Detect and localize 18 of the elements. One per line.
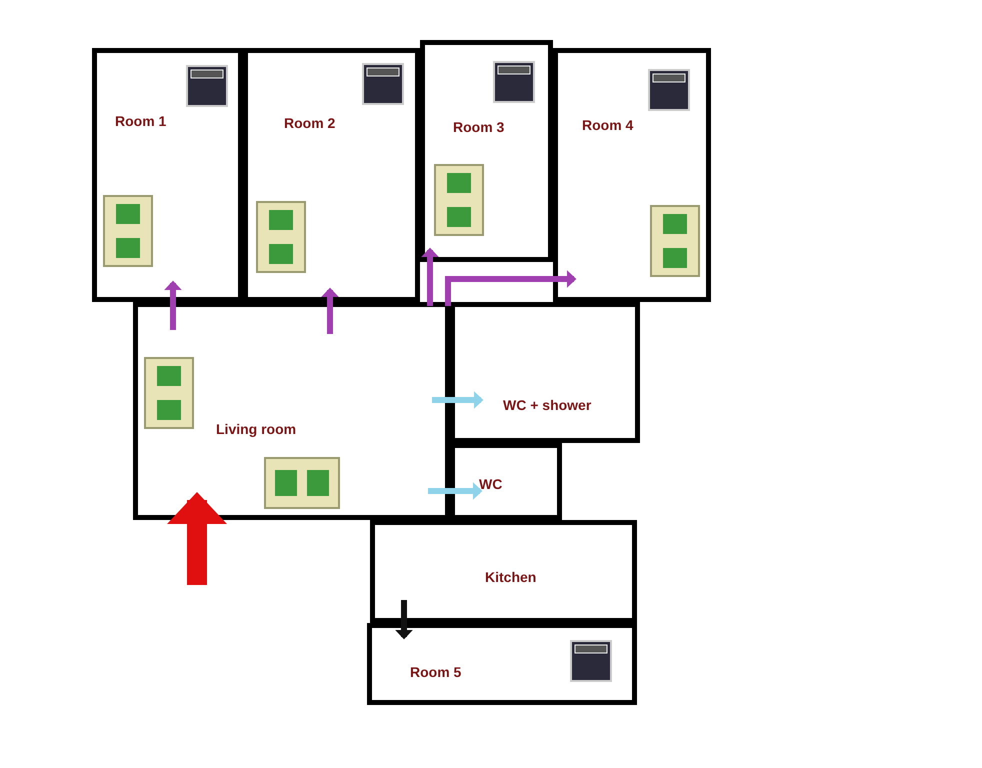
door-arrow	[167, 492, 227, 585]
door-arrow	[421, 248, 439, 306]
room-label: Room 5	[410, 664, 462, 680]
room-label: Room 2	[284, 115, 336, 131]
door-arrow	[321, 288, 339, 334]
room-label: WC + shower	[503, 397, 592, 413]
room-label: Kitchen	[485, 569, 536, 585]
room-label: Room 1	[115, 113, 166, 129]
room-outline	[367, 623, 637, 705]
room-label: WC	[479, 476, 502, 492]
door-arrow	[395, 600, 413, 640]
door-arrow	[164, 280, 182, 330]
room-label: Room 4	[582, 117, 634, 133]
room-label: Room 3	[453, 119, 504, 135]
door-arrow	[432, 391, 484, 409]
door-arrow	[445, 270, 576, 306]
door-arrow	[428, 482, 482, 500]
room-label: Living room	[216, 421, 296, 437]
